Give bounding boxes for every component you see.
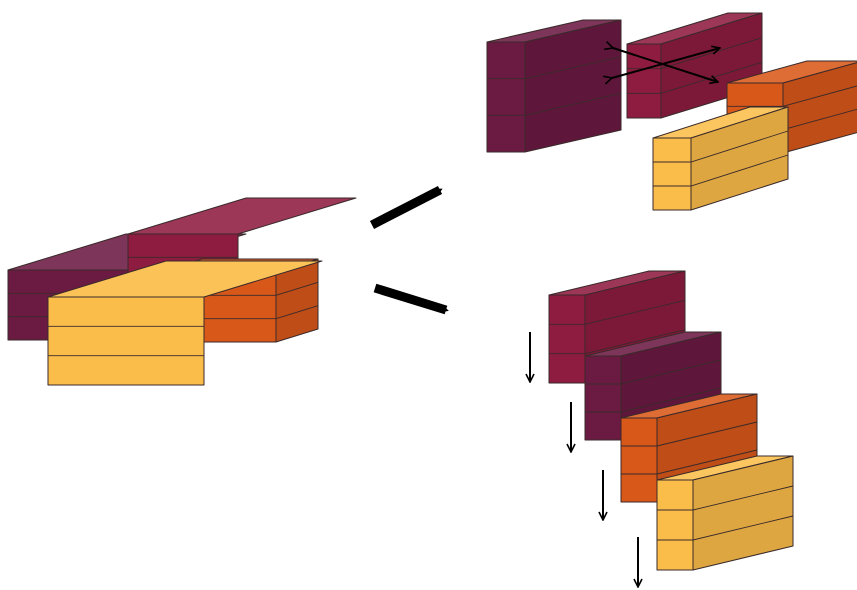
arrow-to-vertical-split-icon [373,283,449,315]
composite-yellow-block-top-face [47,260,323,298]
split-v-purple-block-layer-line [585,359,722,385]
split-v-purple-block-layer-line [585,387,722,413]
split-h-yellow-block-layer-line [653,154,789,187]
split-v-crimson-block-layer-line [549,299,686,325]
split-v-crimson-block-layer-line [549,329,686,355]
split-h-orange-block-layer-line [727,85,857,107]
composite-yellow-block [47,260,323,386]
split-v-yellow-block [656,455,794,571]
split-h-yellow-block [652,106,789,211]
split-h-purple-block-layer-line [487,56,622,80]
split-h-orange-block-top-face [726,60,857,84]
axis-arrow-b-icon [612,48,720,78]
split-v-orange-block-front-face [620,417,658,503]
split-v-crimson-block-front-face [548,294,586,384]
composite-yellow-block-front-face [47,296,205,386]
split-h-purple-block-side-face [524,19,622,153]
split-v-purple-block-front-face [584,355,622,441]
split-v-yellow-block-layer-line [657,515,794,541]
split-v-yellow-block-front-face [656,479,694,571]
split-v-orange-block-layer-line [621,449,758,475]
split-h-crimson-block-layer-line [627,61,763,94]
split-h-yellow-block-layer-line [653,130,789,163]
split-h-purple-block-front-face [486,41,526,153]
split-h-yellow-block-front-face [652,137,692,211]
split-h-purple-block-layer-line [487,92,622,116]
arrow-to-horizontal-split-icon [369,185,443,230]
split-v-orange-block-layer-line [621,421,758,447]
composite-crimson-block-top-face [127,197,357,235]
split-h-purple-block [486,19,622,153]
split-v-yellow-block-layer-line [657,485,794,511]
